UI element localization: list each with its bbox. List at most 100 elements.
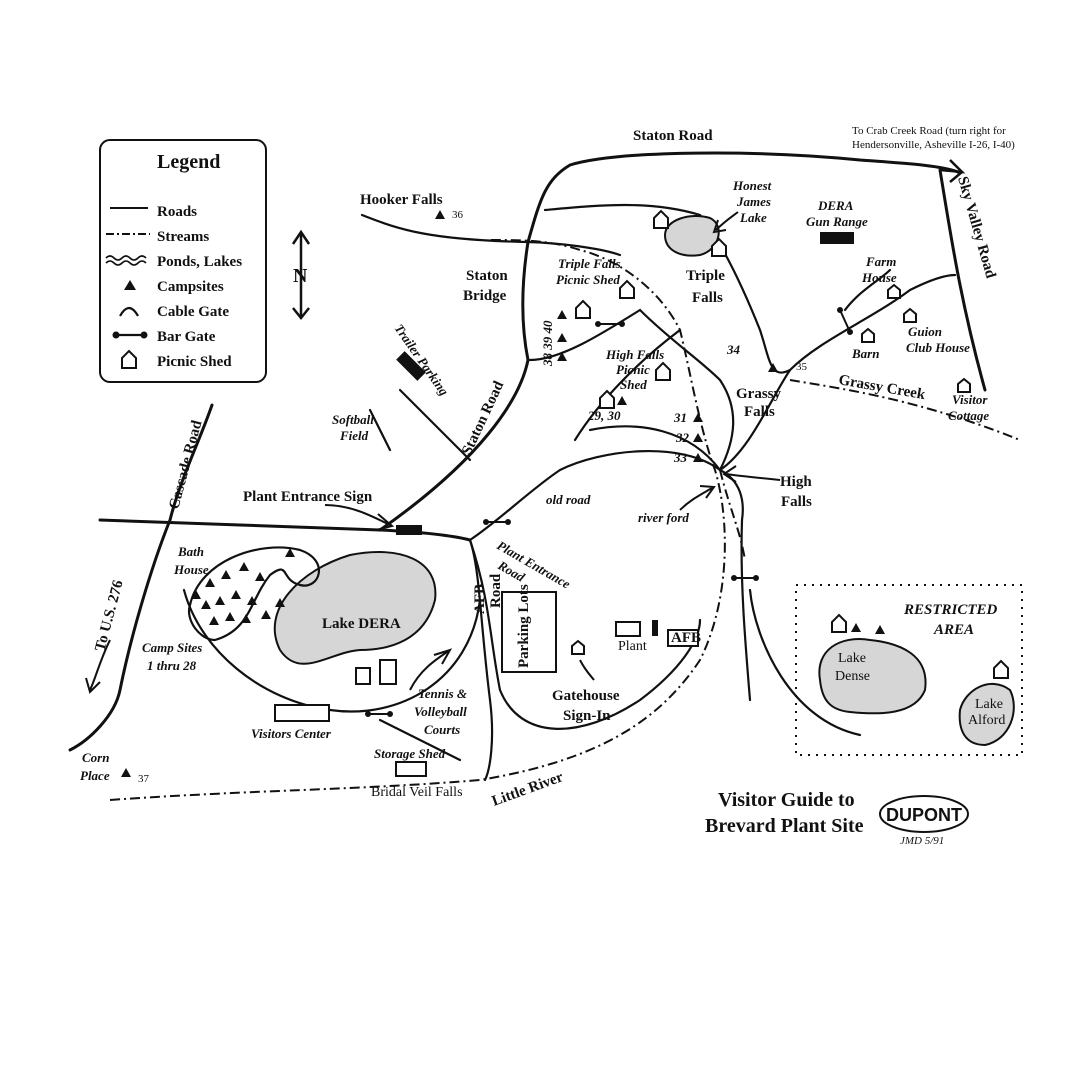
label-site-32: 32 (675, 430, 690, 445)
title-line-2: Brevard Plant Site (705, 815, 864, 837)
campground-loop (187, 546, 320, 642)
label-bridal-veil: Bridal Veil Falls (371, 785, 463, 800)
trailer-parking-road (398, 388, 472, 462)
lake-dense (818, 638, 927, 715)
plant-icon (615, 620, 658, 637)
legend-cable-gate: Cable Gate (157, 304, 229, 320)
campsite-icon (617, 396, 627, 405)
label-crab-creek-2: Hendersonville, Asheville I-26, I-40) (852, 139, 1015, 151)
tennis-court-box-1 (355, 667, 371, 685)
campsite-icon (851, 623, 861, 632)
lake-dera-loop (182, 588, 482, 713)
farm-house-icon (887, 283, 901, 299)
campsite-icon (239, 562, 249, 571)
label-bath-house-2: House (173, 562, 209, 577)
campsite-icon (768, 363, 778, 372)
campsite-icon (205, 578, 215, 587)
club-house-icon (903, 307, 917, 323)
bar-gate-icon (365, 711, 393, 717)
label-grassy-creek: Grassy Creek (837, 372, 927, 403)
label-sites-38-40: 38 39 40 (540, 320, 555, 367)
campsite-icon (221, 570, 231, 579)
label-hooker-falls: Hooker Falls (360, 192, 443, 208)
trailer-parking-block (396, 351, 426, 381)
bar-gate-icon (731, 575, 759, 581)
campsite-icon (215, 596, 225, 605)
label-visitor-cottage-2: Cottage (948, 408, 989, 423)
restricted-road (748, 588, 862, 737)
label-tennis-3: Courts (424, 722, 460, 737)
tennis-arrow-icon (409, 648, 453, 691)
label-tennis-2: Volleyball (414, 704, 467, 719)
plant-entrance-sign-block (396, 525, 422, 535)
campsite-icon (121, 768, 131, 777)
high-falls-arrow-icon (722, 465, 781, 483)
lake-dera (273, 551, 437, 665)
label-parking-lots: Parking Lots (516, 584, 532, 668)
campsite-icon (557, 352, 567, 361)
roads (68, 151, 987, 782)
label-to-us-276: To U.S. 276 (92, 578, 126, 653)
label-afb: AFB (671, 630, 701, 646)
label-corn-place-1: Corn (82, 750, 109, 765)
gatehouse-icon (571, 639, 585, 655)
picnic-shed-icon (711, 237, 727, 257)
label-afb-road-1: AFB (472, 584, 488, 614)
entrance-sign-arrow-icon (324, 504, 395, 531)
campsite-icon (231, 590, 241, 599)
label-site-35: 35 (796, 361, 808, 373)
visitor-cottage-icon (957, 377, 971, 393)
sky-valley-road (938, 168, 987, 392)
honest-james-lake (663, 215, 720, 257)
label-grassy-falls-2: Falls (744, 404, 775, 420)
legend-cable-gate-icon (119, 306, 139, 317)
picnic-shed-icon (599, 389, 615, 409)
bar-gates (365, 307, 853, 717)
label-plant-entrance-sign: Plant Entrance Sign (243, 489, 373, 505)
staton-road (526, 151, 960, 244)
label-gatehouse-1: Gatehouse (552, 688, 620, 704)
label-honest-james-2: James (736, 194, 771, 209)
label-honest-james-3: Lake (739, 210, 767, 225)
label-lake-dera: Lake DERA (322, 616, 401, 632)
little-river-stream (109, 239, 726, 801)
barn-icon (861, 327, 875, 343)
to-us276-arrow-icon (85, 639, 111, 694)
label-visitor-cottage-1: Visitor (952, 392, 988, 407)
label-softball-2: Field (339, 428, 369, 443)
river-ford-arrow-icon (679, 485, 716, 511)
label-little-river: Little River (490, 769, 566, 810)
label-crab-creek-1: To Crab Creek Road (turn right for (852, 125, 1006, 137)
lake-alford (958, 683, 1015, 747)
farm-house-road (843, 268, 892, 312)
picnic-shed-icon (653, 209, 669, 229)
legend-ponds: Ponds, Lakes (157, 254, 242, 270)
campsite-icon (285, 548, 295, 557)
label-lake-alford-2: Alford (968, 713, 1005, 728)
label-guion-2: Club House (906, 340, 970, 355)
label-triple-falls-1: Triple (686, 268, 725, 284)
label-staton-road-top: Staton Road (633, 128, 713, 144)
label-restricted-2: AREA (933, 622, 974, 638)
label-cascade-road: Cascade Road (166, 418, 205, 511)
label-triple-falls-shed-1: Triple Falls (558, 256, 621, 271)
label-plant: Plant (618, 639, 647, 654)
label-lake-dense-1: Lake (838, 651, 866, 666)
campsite-icon (557, 333, 567, 342)
softball-road (368, 408, 392, 452)
label-lake-alford-1: Lake (975, 697, 1003, 712)
streams (109, 239, 1021, 801)
label-high-falls-shed-1: High Falls (605, 347, 664, 362)
cascade-to-entrance-road (98, 518, 472, 542)
picnic-shed-icon (831, 613, 847, 633)
dupont-logo: DUPONT (886, 805, 962, 825)
picnic-shed-icon (575, 299, 591, 319)
high-falls-stream (719, 469, 746, 561)
label-storage-shed: Storage Shed (374, 746, 446, 761)
title-credit: JMD 5/91 (900, 835, 944, 847)
staton-road-south (378, 240, 530, 532)
north-arrow-icon: N (291, 229, 311, 321)
legend-box (99, 139, 267, 383)
north-letter: N (293, 265, 308, 287)
label-tennis-1: Tennis & (418, 686, 467, 701)
